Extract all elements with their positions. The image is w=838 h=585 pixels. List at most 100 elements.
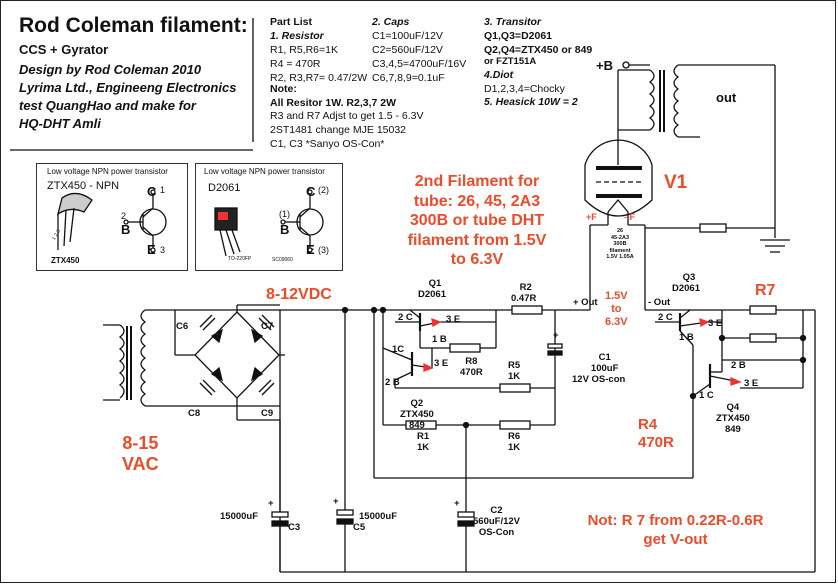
caps-line: C2=560uF/12V bbox=[372, 44, 443, 56]
pin-num: (3) bbox=[318, 245, 329, 255]
b-plus-label: +B bbox=[596, 58, 613, 73]
resistor-line: R2, R3,R7= 0.47/2W bbox=[270, 72, 368, 84]
q3-emitter-arrow bbox=[699, 318, 710, 328]
plus-mark: + bbox=[553, 330, 559, 341]
page-title: Rod Coleman filament: bbox=[19, 14, 248, 37]
b-plus-terminal bbox=[622, 61, 630, 69]
credit-line-3: test QuangHao and make for bbox=[19, 98, 196, 113]
r8-value: 470R bbox=[460, 367, 483, 378]
credit-line-4: HQ-DHT Amli bbox=[19, 116, 101, 131]
pin-num: 1 bbox=[160, 185, 166, 195]
resistor-r8 bbox=[449, 343, 481, 353]
q1-emitter-pin: 3 E bbox=[446, 314, 461, 325]
q4-name: Q4 bbox=[726, 402, 740, 413]
note-line: to 6.3V bbox=[450, 251, 504, 268]
note-line: R3 and R7 Adjst to get 1.5 - 6.3V bbox=[270, 110, 424, 122]
q4-emitter-pin: 3 E bbox=[744, 378, 759, 389]
parts-heading: Part List bbox=[270, 16, 313, 28]
inset-code: SC09060 bbox=[272, 257, 293, 263]
note-bold-line: All Resitor 1W. R2,3,7 2W bbox=[270, 97, 397, 109]
r4-label: R4 470R bbox=[638, 416, 674, 452]
resistor-line: R1, R5,R6=1K bbox=[270, 44, 338, 56]
minus-f-label: - F bbox=[624, 212, 635, 222]
q2-name: Q2 bbox=[410, 398, 424, 409]
note-line: filament from 1.5V bbox=[407, 231, 547, 249]
credit-line-1: Design by Rod Coleman 2010 bbox=[19, 62, 202, 77]
resistor-line: R4 = 470R bbox=[270, 58, 321, 70]
tube-type: filament bbox=[609, 247, 631, 254]
cap-c3 bbox=[271, 420, 289, 572]
r7-label: R7 bbox=[755, 282, 776, 299]
inset-caption: Low voltage NPN power transistor bbox=[204, 167, 325, 176]
transistor-q1 bbox=[395, 309, 497, 348]
c2-name: C2 bbox=[490, 505, 503, 516]
c7-label: C7 bbox=[261, 321, 274, 332]
note-line: 2ST1481 change MJE 15032 bbox=[270, 124, 407, 136]
pin-num: 3 bbox=[160, 245, 166, 255]
caps-heading: 2. Caps bbox=[372, 16, 410, 28]
q1-collector-pin: 2 C bbox=[398, 312, 413, 323]
transistor-line: or FZT151A bbox=[484, 56, 537, 67]
pin-b: B bbox=[280, 222, 290, 237]
pin-num: (2) bbox=[318, 185, 329, 195]
c1-rating: 12V OS-con bbox=[572, 374, 626, 385]
transistor-heading: 3. Transitor bbox=[484, 16, 541, 28]
q1-base-pin: 1 B bbox=[432, 334, 447, 345]
q3-collector-pin: 2 C bbox=[658, 312, 673, 323]
caps-line: C1=100uF/12V bbox=[372, 30, 443, 42]
volt-line: 1.5V bbox=[605, 290, 628, 302]
c3-value: 15000uF bbox=[220, 511, 259, 522]
c5-label: C5 bbox=[353, 522, 366, 533]
inset-name: ZTX450 - NPN bbox=[47, 180, 120, 192]
note-heading: Note: bbox=[270, 83, 297, 95]
c2-value: 560uF/12V bbox=[473, 516, 520, 527]
volt-line: 6.3V bbox=[605, 316, 628, 328]
tube-type: 1.5V 1.05A bbox=[606, 254, 634, 260]
resistor-heading: 1. Resistor bbox=[270, 30, 324, 42]
pin-num: (1) bbox=[279, 209, 290, 219]
note-line: get V-out bbox=[643, 531, 708, 548]
transistor-q4 bbox=[692, 360, 741, 397]
pin-num: 2 bbox=[121, 211, 127, 221]
resistor-r5 bbox=[499, 383, 531, 393]
q3-part: D2061 bbox=[672, 283, 700, 294]
r1-name: R1 bbox=[417, 431, 430, 442]
d2061-inset: Low voltage NPN power transistor D2061 T… bbox=[195, 163, 343, 271]
transistor-line: Q1,Q3=D2061 bbox=[484, 30, 553, 42]
q4-part: ZTX450 bbox=[716, 413, 750, 424]
resistor-r2 bbox=[511, 305, 543, 315]
caps-line: C3,4,5=4700uF/16V bbox=[372, 58, 467, 70]
bypass-caps bbox=[199, 314, 275, 396]
tube-type: 300B bbox=[613, 241, 627, 247]
pin-b: B bbox=[121, 222, 131, 237]
r2-value: 0.47R bbox=[511, 293, 537, 304]
c1-name: C1 bbox=[598, 352, 611, 363]
inset-package: ZTX450 bbox=[51, 256, 80, 265]
q1-emitter-arrow bbox=[431, 318, 442, 328]
vdc-label: 8-12VDC bbox=[266, 286, 332, 303]
q4-emitter-arrow bbox=[730, 376, 742, 386]
output-transformer bbox=[617, 64, 776, 238]
plus-mark: + bbox=[333, 496, 339, 507]
note-line: tube: 26, 45, 2A3 bbox=[413, 192, 541, 210]
vac-label: 8-15 VAC bbox=[122, 433, 159, 475]
q3-base-pin: 1 B bbox=[679, 332, 694, 343]
minus-out-label: - Out bbox=[648, 297, 671, 308]
resistor-r6 bbox=[499, 420, 531, 430]
cap-c5 bbox=[336, 306, 354, 572]
bridge-rectifier bbox=[174, 304, 285, 421]
tube-type: 26 bbox=[616, 228, 624, 234]
volt-line: to bbox=[611, 303, 622, 315]
ztx450-inset: Low voltage NPN power transistor ZTX450 … bbox=[36, 163, 188, 271]
transistor-line: Q2,Q4=ZTX450 or 849 bbox=[484, 44, 593, 56]
c9-label: C9 bbox=[261, 408, 274, 419]
